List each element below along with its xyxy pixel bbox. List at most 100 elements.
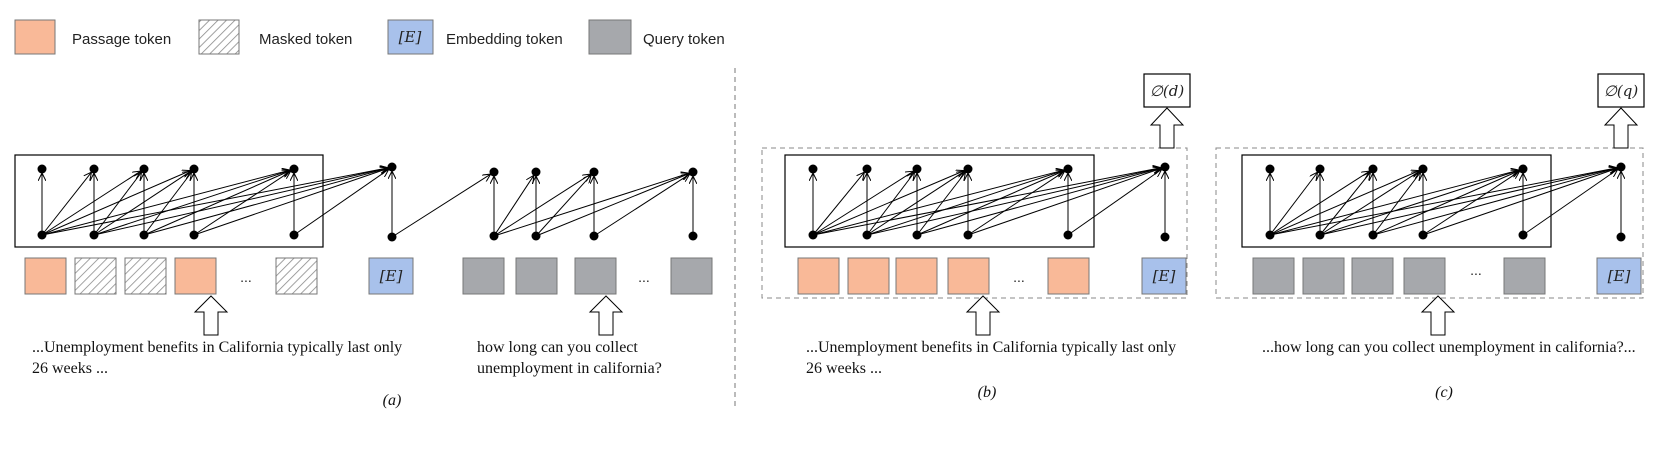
attention-edge [493, 174, 688, 237]
attention-edge [593, 175, 689, 237]
attention-edge [866, 171, 1063, 236]
panel-a-ellipsis: ... [638, 269, 650, 285]
output-node [862, 164, 872, 174]
panel-a-masked-token [275, 257, 318, 295]
attention-edge [41, 171, 189, 236]
output-node [963, 164, 973, 174]
attention-edge [93, 171, 289, 236]
attention-edge [535, 174, 688, 237]
attention-edge [916, 173, 965, 236]
attention-edge [1319, 168, 1616, 236]
attention-edge [916, 171, 1063, 236]
attention-edge [535, 176, 591, 237]
output-node [1315, 164, 1325, 174]
panel-b-input-arrow [965, 295, 1001, 336]
output-node [589, 167, 599, 177]
attention-edge [143, 173, 191, 236]
panel-c-nodes [1265, 162, 1626, 242]
input-node [808, 230, 818, 240]
panel-a-embedding-symbol: [E] [380, 267, 403, 285]
output-node [89, 164, 99, 174]
attention-edge [293, 170, 388, 236]
panel-c-encoder-box [1241, 154, 1552, 248]
panel-b-passage-token [947, 257, 990, 295]
attention-edge [143, 171, 289, 236]
output-node [139, 164, 149, 174]
legend-embedding-swatch [387, 19, 434, 55]
attention-edge [967, 169, 1160, 236]
panel-a-label: (a) [383, 392, 402, 409]
attention-edge [41, 172, 140, 236]
panel-c-query-token [1403, 257, 1446, 295]
panel-b-passage-token [797, 257, 840, 295]
output-node [189, 164, 199, 174]
panel-a-passage-text: 26 weeks ... [32, 360, 108, 377]
attention-edge [193, 169, 387, 236]
input-node [189, 230, 199, 240]
panel-a-attention-edges [41, 168, 693, 238]
panel-c-query-token [1302, 257, 1345, 295]
panel-c: ... [E] ∅(q) ...how long can you collect… [1215, 73, 1645, 401]
panel-b-text: 26 weeks ... [806, 360, 882, 377]
output-node [289, 164, 299, 174]
attention-edge [41, 173, 91, 236]
output-node [531, 167, 541, 177]
panel-b-passage-token [895, 257, 938, 295]
input-node [1518, 230, 1528, 240]
output-node [1518, 164, 1528, 174]
panel-a-masked-token [124, 257, 167, 295]
panel-c-output-label: ∅(q) [1604, 82, 1639, 100]
panel-a-masked-token [74, 257, 117, 295]
legend-embedding-label: Embedding token [446, 31, 563, 48]
output-node [1265, 164, 1275, 174]
panel-b-passage-token [847, 257, 890, 295]
legend-passage-label: Passage token [72, 31, 171, 48]
output-node [1160, 162, 1170, 172]
panel-a-query-token [574, 257, 617, 295]
input-node [1418, 230, 1428, 240]
attention-edge [93, 172, 190, 236]
attention-edge [193, 172, 290, 236]
attention-edge [93, 168, 387, 236]
panel-c-output-box [1597, 73, 1645, 108]
panel-a-query-token [515, 257, 558, 295]
legend-passage-swatch [14, 19, 56, 55]
panel-b-text: ...Unemployment benefits in California t… [806, 339, 1176, 356]
input-node [489, 231, 499, 241]
legend-query-swatch [588, 19, 632, 55]
attention-edge [1269, 171, 1418, 236]
attention-edge [93, 173, 141, 236]
panel-a-ellipsis: ... [240, 269, 252, 285]
panel-c-output-arrow [1603, 107, 1639, 149]
panel-a: ... [E] ... ...Unemployment benefits in … [14, 154, 713, 409]
attention-edge [1269, 173, 1317, 236]
panel-b-nodes [808, 162, 1170, 242]
panel-b-label: (b) [978, 384, 997, 401]
panel-b-embedding-symbol: [E] [1153, 267, 1176, 285]
output-node [489, 167, 499, 177]
attention-edge [143, 168, 387, 236]
output-node [1368, 164, 1378, 174]
panel-b-output-box [1143, 73, 1191, 108]
attention-edge [866, 172, 964, 236]
attention-edge [391, 175, 490, 238]
attention-edge [1067, 170, 1161, 236]
input-node [89, 230, 99, 240]
panel-a-query-input-arrow [588, 295, 624, 336]
attention-edge [1422, 172, 1519, 236]
panel-b-ellipsis: ... [1013, 269, 1025, 285]
attention-edge [866, 173, 914, 236]
panel-c-text: ...how long can you collect unemployment… [1262, 339, 1636, 356]
legend-embedding-symbol: [E] [399, 28, 422, 46]
attention-edge [967, 172, 1064, 236]
input-node [289, 230, 299, 240]
panel-c-embedding-symbol: [E] [1608, 267, 1631, 285]
attention-edge [1372, 168, 1616, 236]
panel-a-passage-text: ...Unemployment benefits in California t… [32, 339, 402, 356]
panel-a-query-token [670, 257, 713, 295]
attention-edge [866, 168, 1160, 236]
output-node [1616, 162, 1626, 172]
attention-edge [1269, 172, 1369, 236]
input-node [912, 230, 922, 240]
attention-edge [1372, 171, 1518, 236]
